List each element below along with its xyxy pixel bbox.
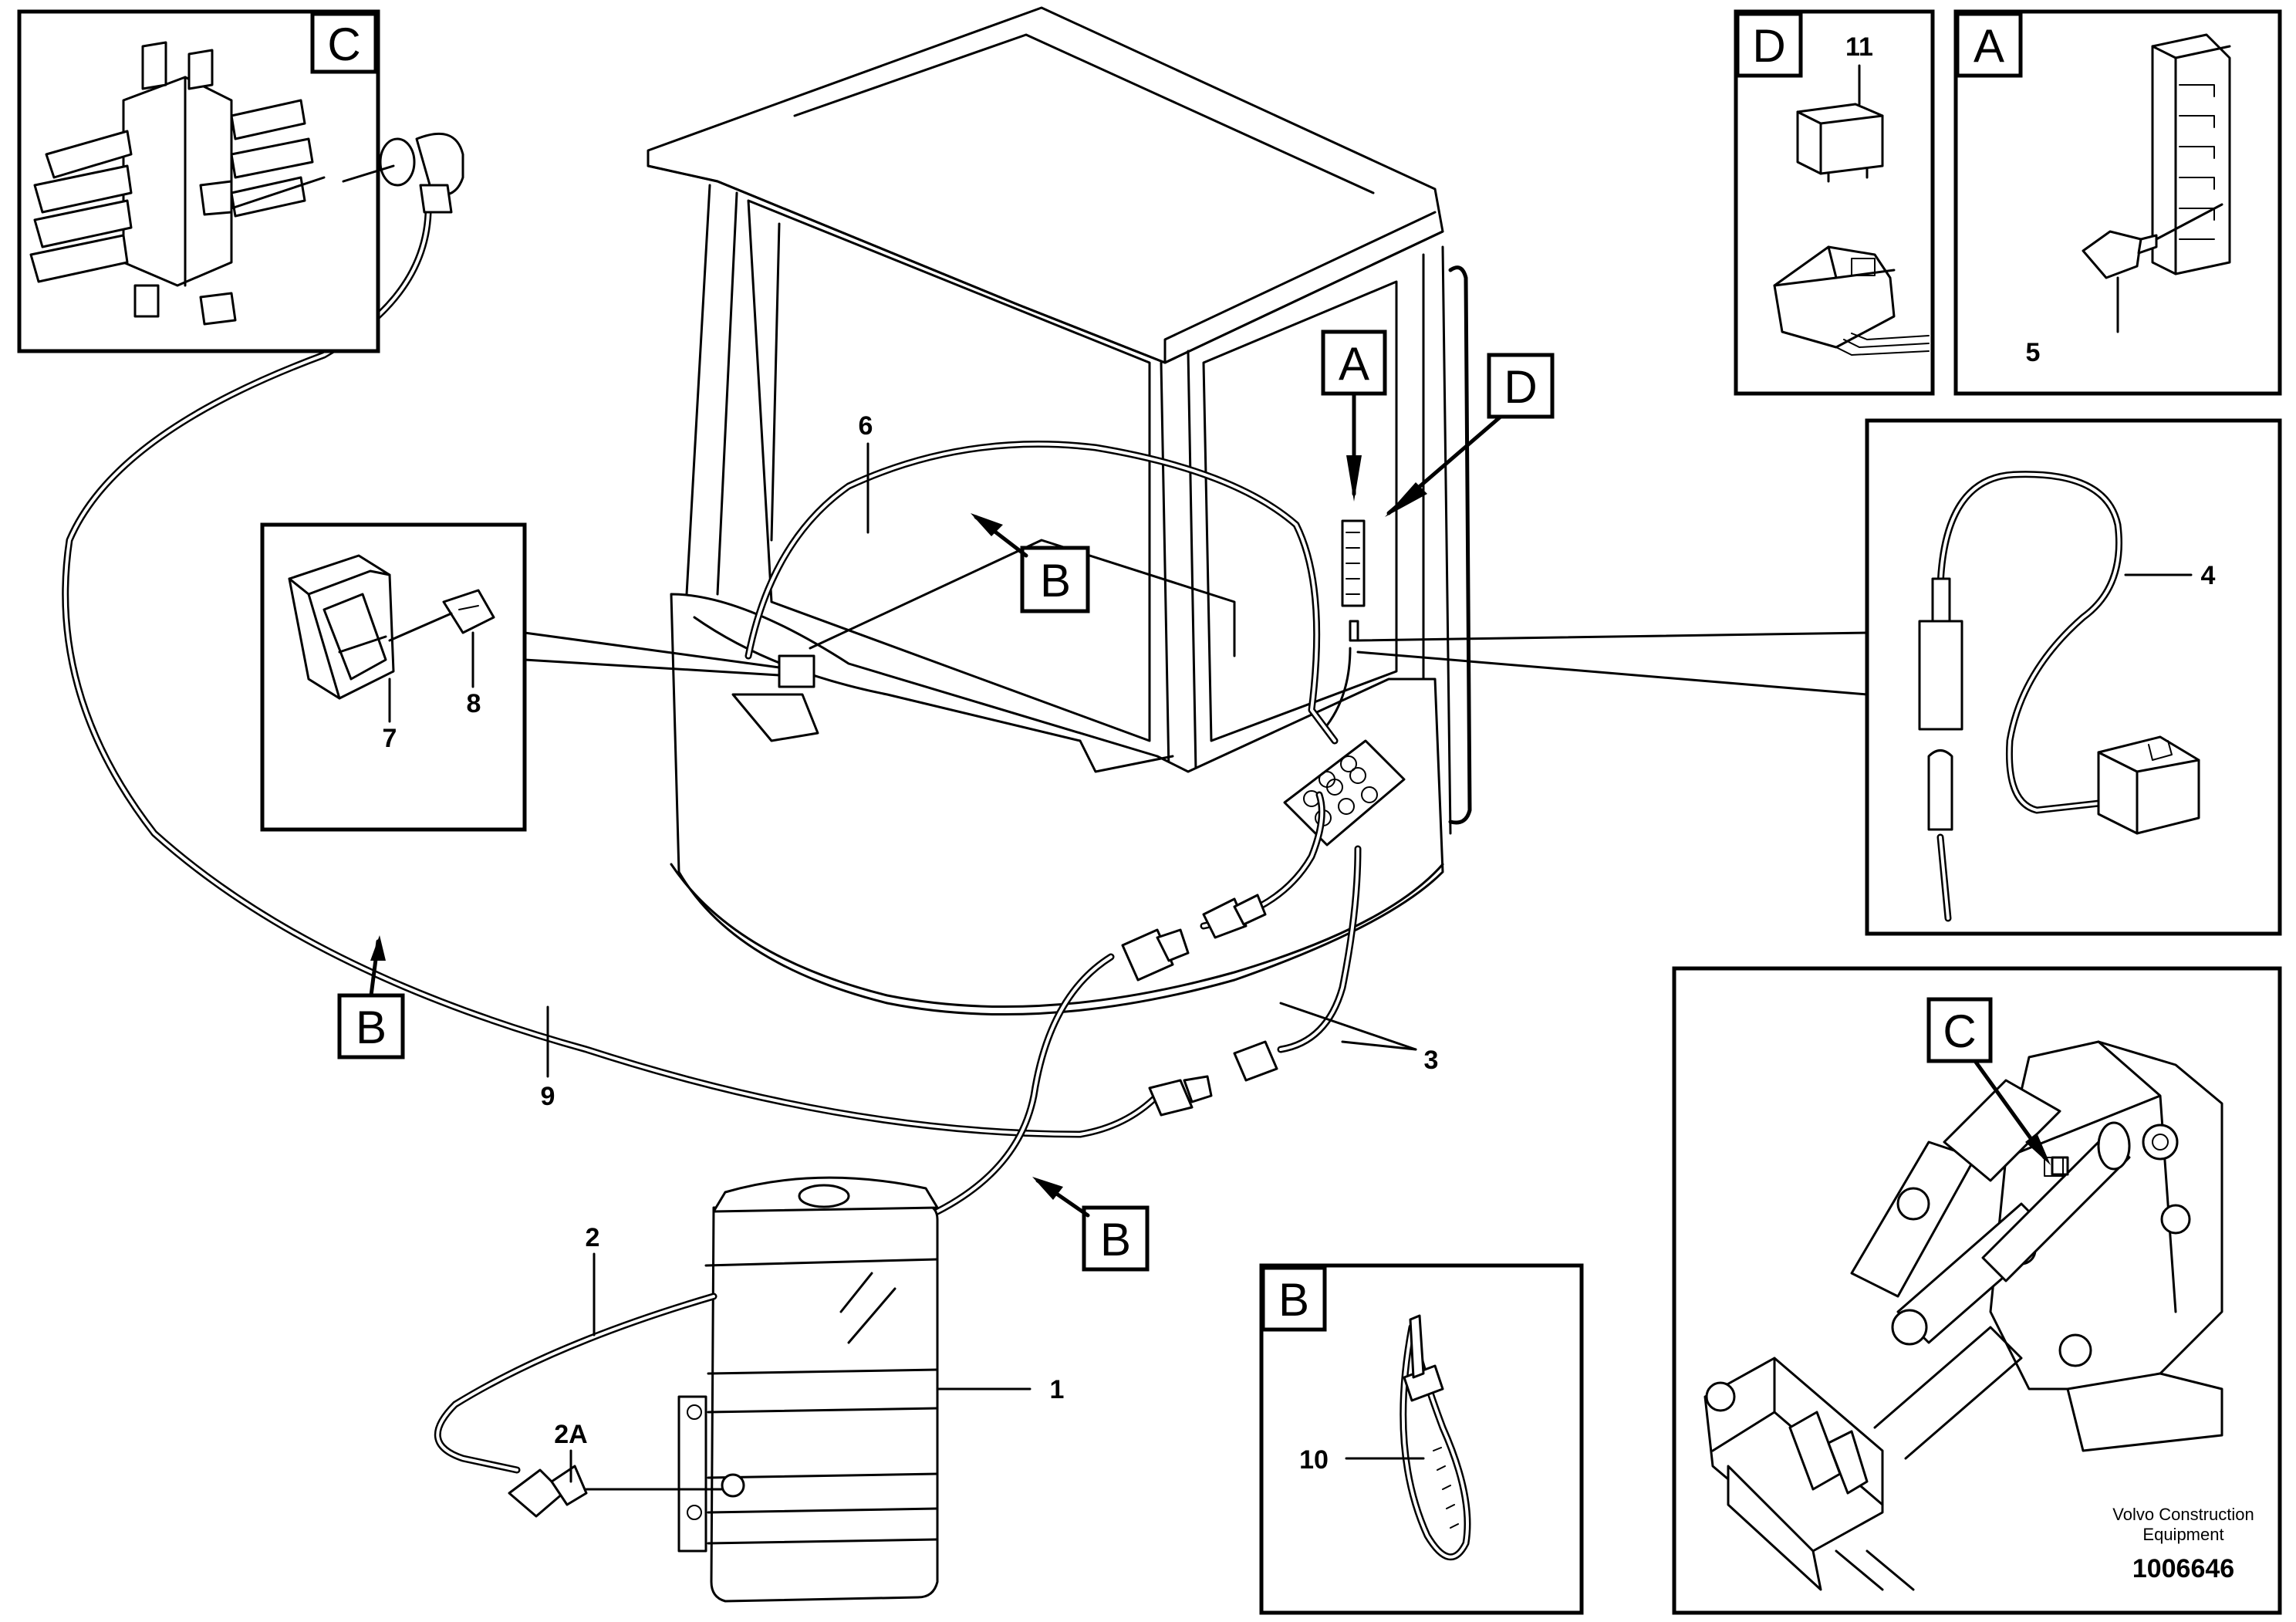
detail-letter-b-detail: B [1278,1274,1309,1326]
sensor-cable [1918,471,2200,922]
detail-d-box [1734,9,1935,396]
detail-letter-d-cab: D [1504,361,1537,413]
label-box-c-loader: C [1926,997,2064,1177]
switch-detail-box [260,522,527,832]
sensor-detail-box [1865,418,2282,936]
callout-3: 3 [1424,1046,1439,1075]
title-block: Volvo Construction Equipment 1006646 [2112,1505,2254,1583]
label-box-a-top: A [1955,12,2023,78]
callout-11: 11 [1845,32,1873,62]
loader-arm-detail-box [1672,966,2282,1615]
callout-5: 5 [2026,338,2041,367]
label-box-b-left: B [337,935,405,1059]
detail-letter-b-bottom: B [1100,1214,1131,1265]
callout-4: 4 [2201,561,2216,590]
valve-block [29,41,326,326]
label-box-b-cab: B [971,513,1090,613]
detail-letter-b-left: B [356,1002,387,1053]
relay-socket [1773,245,1930,356]
detail-c-box [17,9,464,353]
label-box-d-top: D [1735,12,1803,78]
elbow-fitting [379,132,464,214]
callout-7: 7 [383,724,397,753]
label-box-a-cab: A [1321,329,1387,502]
callout-6: 6 [859,411,873,441]
label-box-d-cab: D [1385,353,1555,517]
label-box-b-detail: B [1261,1265,1327,1332]
callouts: 1 2 2A 3 4 5 6 7 8 9 10 11 [383,32,2216,1475]
callout-1: 1 [1050,1375,1065,1404]
cab-harness [745,441,1352,745]
label-box-b-bottom: B [1032,1177,1150,1272]
lubrication-tank [677,1176,939,1603]
switch-leader [523,631,781,677]
operator-cab [647,6,1472,1016]
brand-line-2: Equipment [2142,1525,2223,1544]
relay [1796,103,1884,183]
hose-2 [434,1293,723,1518]
callout-2a: 2A [554,1420,587,1449]
callout-9: 9 [541,1082,555,1111]
loader-arm [1703,1040,2223,1591]
sensor-leader [1356,631,1869,696]
label-box-c-top: C [310,12,378,74]
drawing-number: 1006646 [2132,1554,2234,1583]
callout-8: 8 [467,689,481,718]
blade-fuse [2082,230,2158,279]
fuse-strip-on-cab [1341,519,1366,642]
cable-tie [1400,1314,1471,1561]
external-cables [62,197,1362,1219]
detail-letter-c-loader: C [1943,1005,1976,1057]
callout-10: 10 [1299,1445,1329,1475]
switch-symbol-label [442,589,495,634]
callout-leaders [546,442,1417,1483]
callout-2: 2 [586,1223,600,1252]
detail-letter-c-top: C [327,19,360,70]
detail-letter-b-cab: B [1040,555,1071,607]
fuse-holder [2151,33,2231,275]
detail-letter-d-top: D [1752,20,1785,72]
detail-letter-a-cab: A [1339,338,1369,390]
detail-letter-a-top: A [1974,20,2004,72]
rocker-switch [288,554,395,700]
brand-line-1: Volvo Construction [2112,1505,2254,1524]
